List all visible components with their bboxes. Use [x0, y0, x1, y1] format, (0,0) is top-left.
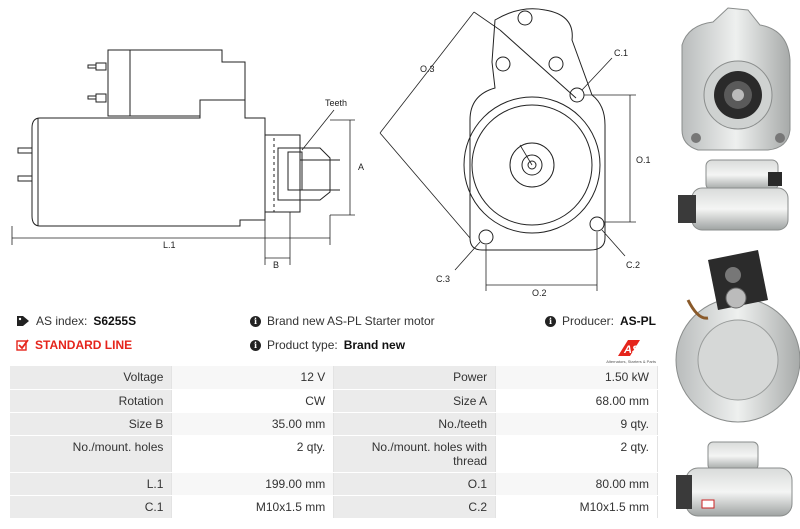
product-info: AS index: S6255S STANDARD LINE i Brand n…	[14, 310, 662, 364]
spec-label: Size A	[333, 389, 496, 413]
hole-c3	[478, 229, 494, 245]
dim-o3-label: O.3	[420, 64, 435, 74]
solenoid-outline	[107, 49, 246, 117]
spec-label: No./mount. holes	[10, 435, 172, 473]
info-circle-icon: i	[250, 315, 261, 327]
spec-value: 9 qty.	[495, 412, 658, 436]
spec-value: CW	[171, 389, 335, 413]
description-text: Brand new AS-PL Starter motor	[267, 314, 435, 328]
spec-label: L.1	[10, 472, 172, 496]
starter-drawing-svg: Teeth A L.1 B	[11, 8, 651, 298]
producer-label: Producer:	[561, 314, 614, 328]
checkbox-check-icon	[16, 339, 29, 351]
dim-c3-label: C.3	[436, 274, 450, 284]
motor-body-outline	[31, 99, 266, 227]
spec-value: M10x1.5 mm	[495, 495, 658, 519]
hole-c2	[589, 216, 605, 232]
spec-label: C.2	[333, 495, 496, 519]
producer-row: i Producer: AS-PL	[544, 314, 656, 328]
logo-tagline: Alternators, Starters & Parts	[606, 359, 656, 364]
spec-value: M10x1.5 mm	[171, 495, 335, 519]
logo-text: AS	[623, 344, 640, 356]
dim-o2-label: O.2	[532, 288, 547, 298]
photo-side-view	[678, 159, 789, 231]
standard-line-label: STANDARD LINE	[35, 338, 133, 352]
dim-b-label: B	[273, 260, 279, 270]
product-type-label: Product type:	[267, 338, 338, 352]
technical-drawing: Teeth A L.1 B	[0, 0, 665, 300]
info-circle-icon: i	[544, 315, 556, 327]
product-photos	[668, 0, 800, 529]
dim-l1-label: L.1	[163, 240, 176, 250]
as-index-row: AS index: S6255S	[16, 314, 136, 328]
photo-rear-view	[675, 250, 800, 423]
as-index-value: S6255S	[93, 314, 137, 328]
spec-value: 199.00 mm	[171, 472, 335, 496]
spec-label: C.1	[10, 495, 172, 519]
spec-value: 80.00 mm	[495, 472, 658, 496]
product-type-row: i Product type: Brand new	[250, 338, 405, 352]
teeth-label: Teeth	[325, 98, 347, 108]
as-pl-logo: AS Alternators, Starters & Parts	[596, 338, 656, 364]
spec-value: 2 qty.	[495, 435, 658, 473]
description-row: i Brand new AS-PL Starter motor	[250, 314, 435, 328]
spec-label: Size B	[10, 412, 172, 436]
spec-label: No./teeth	[333, 412, 496, 436]
standard-line-row: STANDARD LINE	[16, 338, 132, 352]
spec-label: Power	[333, 366, 496, 390]
info-circle-icon: i	[250, 339, 261, 351]
photo-side-view-label	[676, 441, 793, 517]
pinion-housing	[277, 147, 331, 201]
dim-o1-label: O.1	[636, 155, 651, 165]
dim-a-label: A	[358, 162, 364, 172]
dim-c2-label: C.2	[626, 260, 640, 270]
spec-value: 68.00 mm	[495, 389, 658, 413]
spec-value: 35.00 mm	[171, 412, 335, 436]
spec-value: 1.50 kW	[495, 366, 658, 390]
spec-value: 2 qty.	[171, 435, 335, 473]
dim-c1-label: C.1	[614, 48, 628, 58]
photo-front-view	[681, 7, 791, 151]
product-type-value: Brand new	[343, 338, 406, 352]
spec-label: Voltage	[10, 366, 172, 390]
product-photos-svg	[675, 7, 800, 517]
front-flange-outline	[469, 8, 606, 251]
spec-value: 12 V	[171, 366, 335, 390]
spec-label: O.1	[333, 472, 496, 496]
spec-label: Rotation	[10, 389, 172, 413]
as-index-label: AS index:	[36, 314, 88, 328]
tag-icon	[16, 315, 30, 327]
spec-label: No./mount. holes with thread	[333, 435, 496, 473]
producer-value: AS-PL	[620, 314, 656, 328]
